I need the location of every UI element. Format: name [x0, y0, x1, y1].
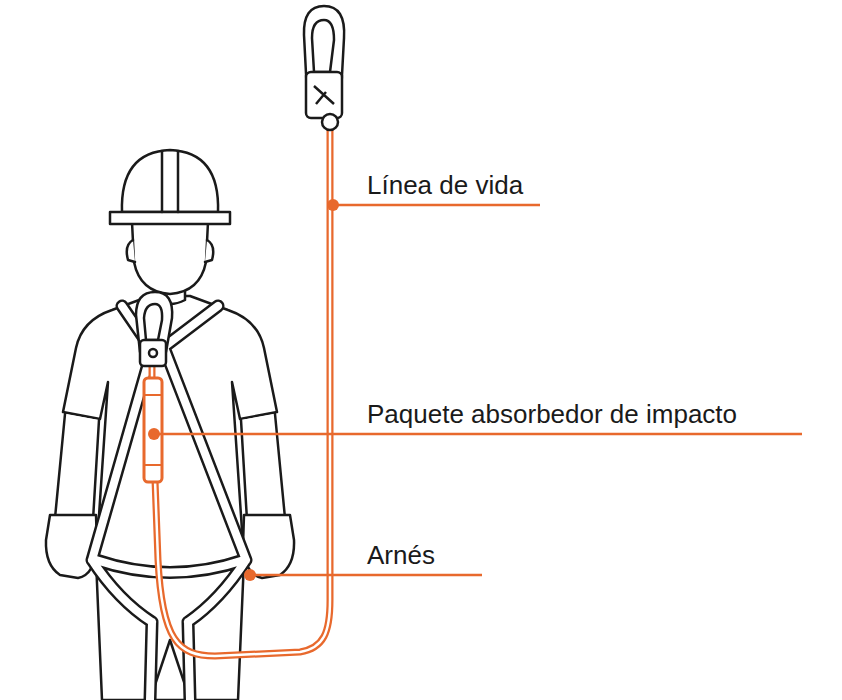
harness [92, 306, 246, 700]
worker-right-arm [241, 414, 285, 520]
helmet [122, 150, 218, 212]
dorsal-snap-hook [136, 292, 172, 366]
lanyard [152, 128, 330, 656]
callout-label: Paquete absorbedor de impacto [365, 400, 739, 430]
worker-right-glove [243, 515, 294, 578]
helmet-ridge [162, 151, 178, 212]
worker-head [132, 222, 208, 294]
top-snap-hook [304, 6, 344, 130]
absorber-pack [144, 378, 162, 482]
callout-label: Arnés [365, 541, 437, 571]
leader-dots [148, 199, 339, 581]
leader-lines [158, 205, 802, 575]
worker-left-arm [55, 414, 99, 520]
helmet-brim [110, 212, 230, 224]
callout-label: Línea de vida [365, 171, 525, 201]
worker-ears [127, 240, 213, 262]
